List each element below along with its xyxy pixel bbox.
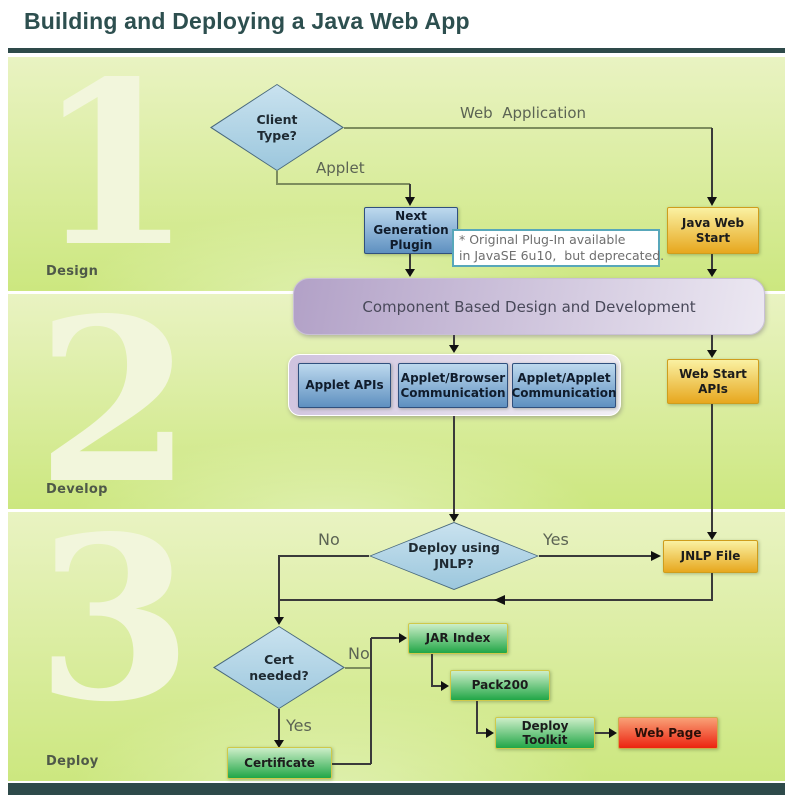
node-java-web-start: Java Web Start xyxy=(667,207,759,254)
watermark-number-2: 2 xyxy=(36,294,193,509)
section-design: 1 Design xyxy=(8,57,785,291)
page-title: Building and Deploying a Java Web App xyxy=(24,8,470,34)
section-label-deploy: Deploy xyxy=(46,754,99,769)
footer-bar xyxy=(8,783,785,795)
node-jnlp-file: JNLP File xyxy=(663,540,758,573)
node-deploy-toolkit: Deploy Toolkit xyxy=(495,717,595,749)
node-applet-apis: Applet APIs xyxy=(298,363,391,408)
section-label-design: Design xyxy=(46,264,99,279)
edge-label-jnlp-yes: Yes xyxy=(543,530,569,549)
node-deploy-jnlp-decision: Deploy using JNLP? xyxy=(369,522,539,590)
node-deploy-jnlp-label: Deploy using JNLP? xyxy=(408,540,500,571)
note-line-2: in JavaSE 6u10, but deprecated. xyxy=(459,248,665,263)
node-client-type-label: Client Type? xyxy=(256,111,298,143)
watermark-number-3: 3 xyxy=(36,512,193,752)
section-label-develop: Develop xyxy=(46,482,108,497)
node-next-generation-plugin: Next Generation Plugin xyxy=(364,207,458,254)
node-cert-needed-label: Cert needed? xyxy=(249,651,309,683)
node-applet-applet-communication: Applet/Applet Communication xyxy=(511,363,617,408)
edge-label-cert-no: No xyxy=(348,644,370,663)
node-pack200: Pack200 xyxy=(450,670,550,701)
note-line-1: * Original Plug-In available xyxy=(459,232,626,247)
node-web-start-apis: Web Start APIs xyxy=(667,359,759,404)
watermark-number-1: 1 xyxy=(36,57,193,291)
node-certificate: Certificate xyxy=(227,747,332,779)
node-component-based-design: Component Based Design and Development xyxy=(293,278,765,335)
node-cert-needed-decision: Cert needed? xyxy=(213,626,345,709)
node-web-page: Web Page xyxy=(618,717,718,749)
edge-label-web-application: Web Application xyxy=(460,104,587,122)
header-rule xyxy=(8,48,785,53)
node-jar-index: JAR Index xyxy=(408,623,508,654)
node-applet-browser-communication: Applet/Browser Communication xyxy=(398,363,508,408)
edge-label-jnlp-no: No xyxy=(318,530,340,549)
edge-label-applet: Applet xyxy=(316,159,365,177)
edge-label-cert-yes: Yes xyxy=(286,716,312,735)
node-client-type-decision: Client Type? xyxy=(210,84,344,171)
